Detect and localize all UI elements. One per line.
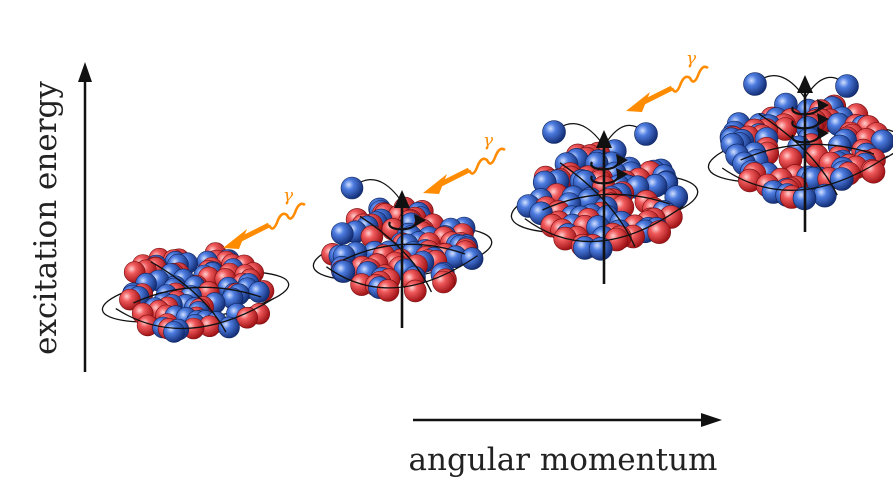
x-axis-label: angular momentum [409, 442, 718, 478]
orbit-line [721, 155, 889, 191]
orbit-line [133, 286, 262, 304]
valence-neutron [835, 74, 859, 98]
curved-arrow-icon [791, 113, 829, 130]
valence-neutron [542, 120, 566, 144]
y-axis [78, 62, 92, 372]
orbit-line [115, 297, 275, 330]
y-axis-label: excitation energy [28, 81, 64, 355]
nucleus-ground-state [101, 242, 290, 343]
curved-arrow-icon [791, 99, 829, 116]
orbit-line [758, 113, 838, 196]
neutron-sphere [332, 260, 356, 283]
curved-arrow-icon [590, 154, 628, 171]
curved-arrow-icon [388, 214, 426, 231]
wavy-arrow-icon: γ [626, 49, 709, 112]
proton-sphere [376, 279, 400, 302]
proton-sphere [432, 270, 455, 294]
orbit-line [559, 162, 636, 247]
curved-arrow-icon [791, 127, 829, 144]
x-axis [413, 413, 722, 427]
proton-sphere [236, 306, 258, 329]
gamma-label: γ [483, 131, 494, 151]
arrow-up-icon [797, 75, 813, 232]
orbit-line [326, 255, 478, 289]
neutron-sphere [330, 222, 354, 245]
proton-sphere [861, 159, 886, 184]
valence-neutron [743, 72, 767, 96]
gamma-rays: γ γ γ [223, 49, 709, 249]
wavy-arrow-icon: γ [223, 186, 306, 249]
curved-arrow-icon [590, 168, 628, 185]
valence-neutron [634, 122, 658, 146]
proton-sphere [647, 220, 672, 244]
neutron-sphere [829, 167, 854, 191]
gamma-label: γ [686, 49, 697, 69]
nucleus-rotating-1 [312, 176, 493, 303]
arrow-up-icon [596, 130, 612, 284]
arrow-up-icon [394, 190, 410, 328]
orbit-line [150, 261, 227, 333]
neutron-sphere [588, 237, 613, 261]
neutron-sphere [248, 281, 270, 303]
rotation-overlay [388, 75, 829, 328]
neutron-sphere [163, 321, 185, 343]
orbit-line [524, 205, 684, 243]
gamma-label: γ [283, 186, 294, 206]
nuclei-group [101, 72, 893, 343]
wavy-arrow-icon: γ [423, 131, 506, 194]
valence-neutron [340, 176, 364, 200]
orbit-line [359, 215, 433, 293]
